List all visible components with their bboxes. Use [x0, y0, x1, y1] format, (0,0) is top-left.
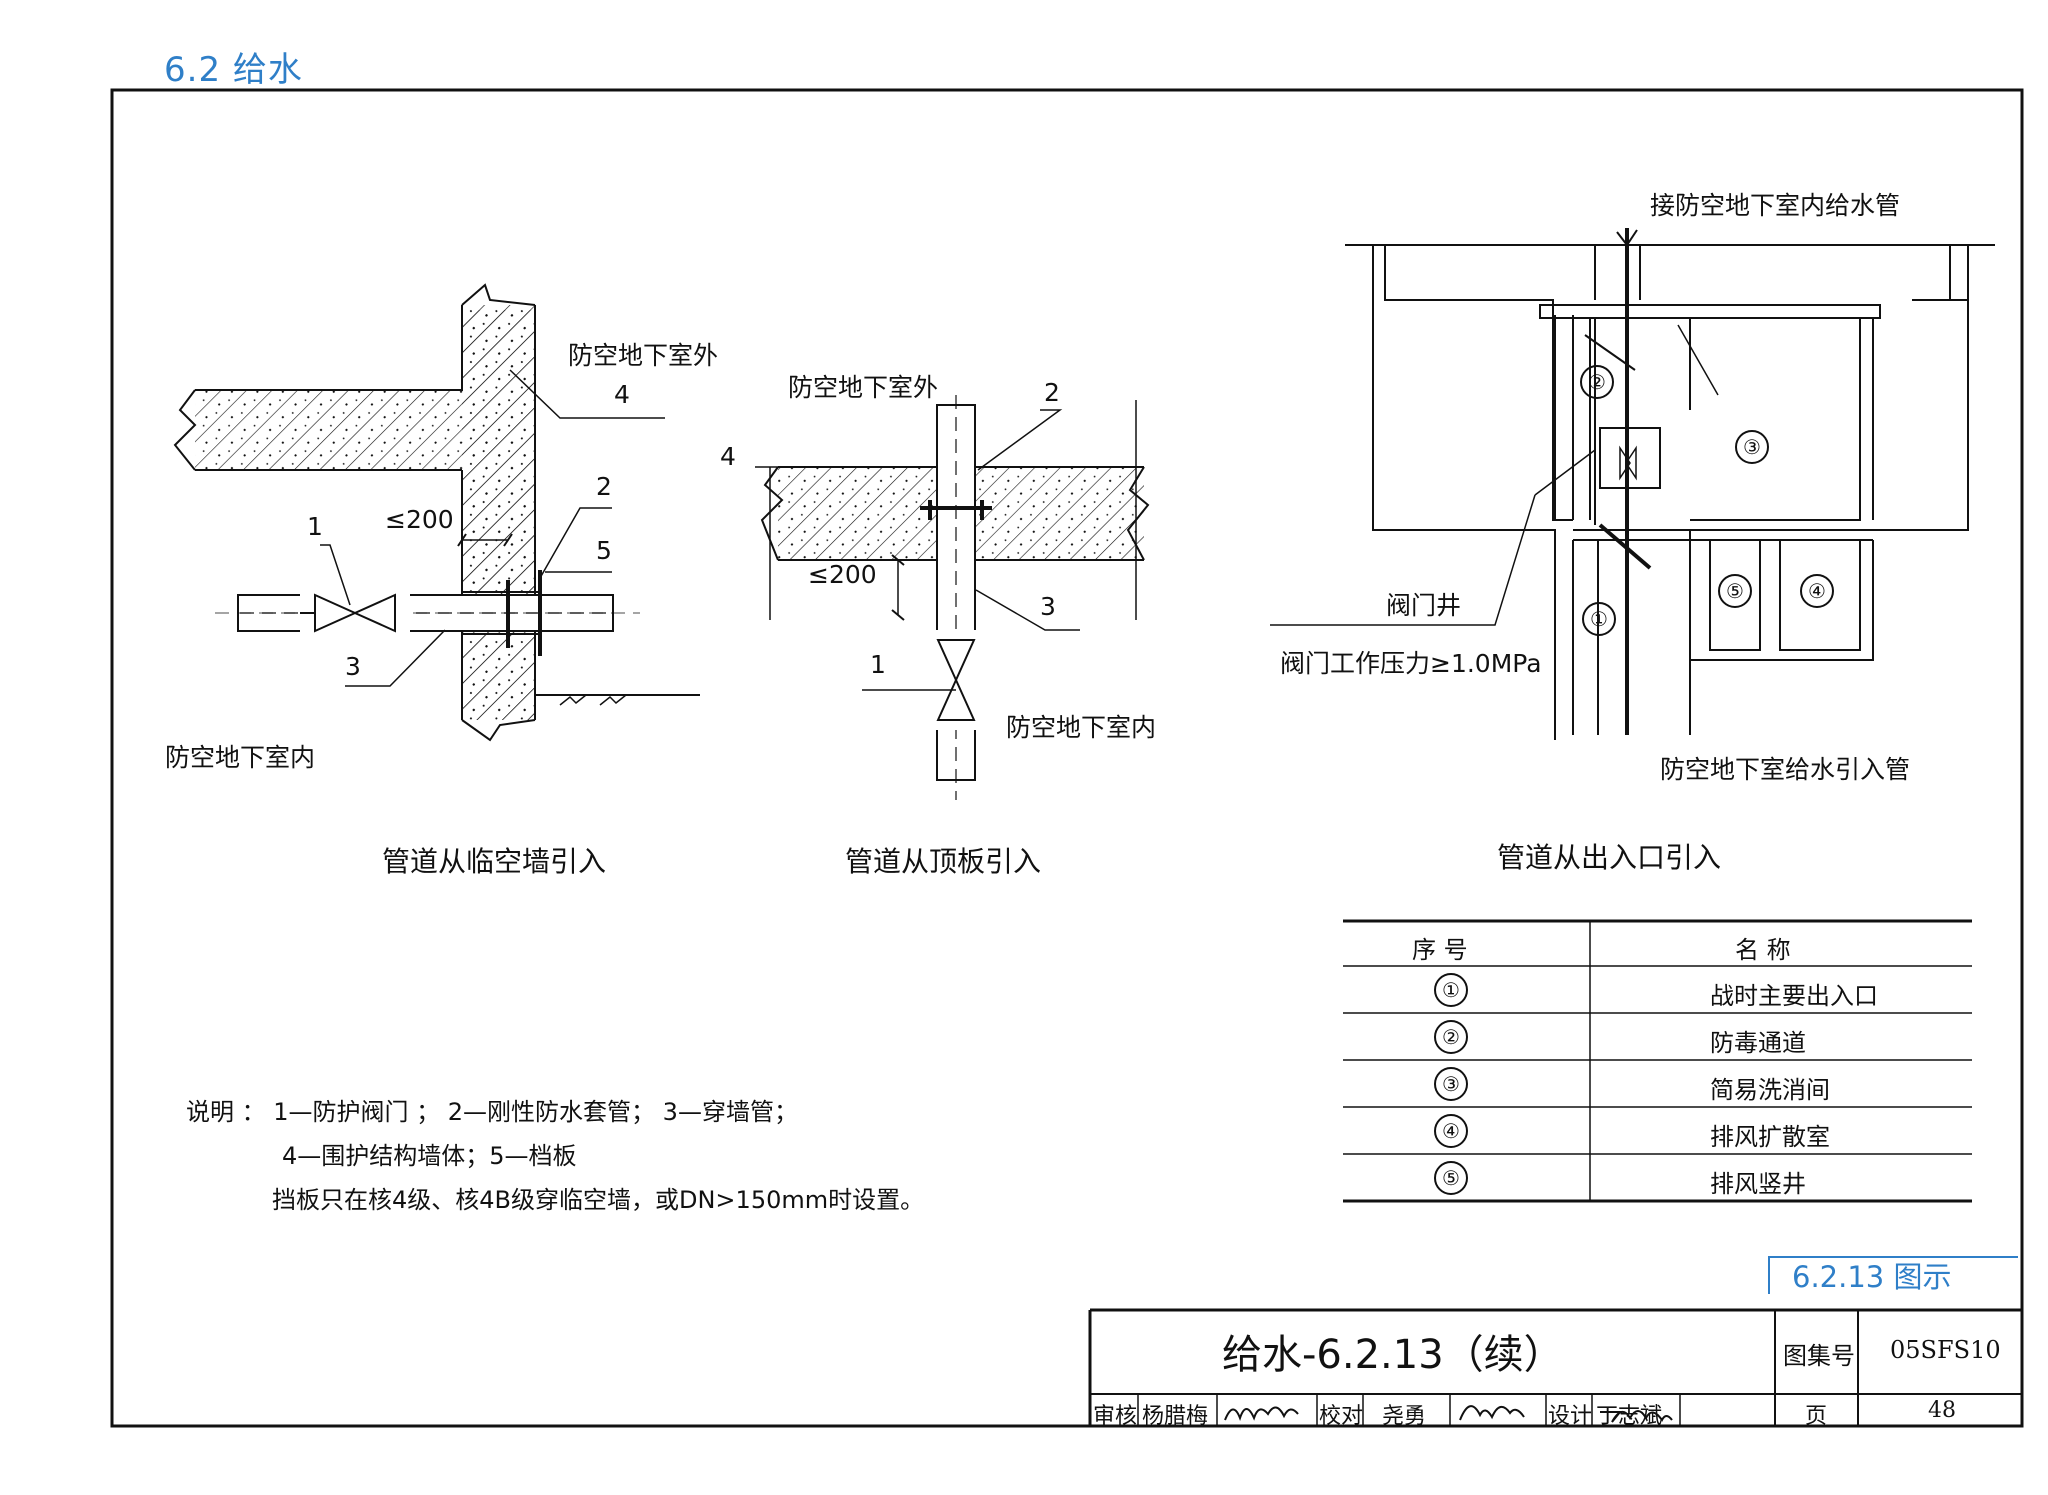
d2-outside-label: 防空地下室外 [788, 373, 939, 402]
diagram-roof-entry [755, 395, 1150, 800]
legend-row-3-no: ③ [1434, 1067, 1468, 1101]
roof-valve-symbol [936, 639, 976, 683]
designer-signature [1600, 1410, 1673, 1423]
d1-caption: 管道从临空墙引入 [382, 845, 607, 878]
check-label: 校对 [1319, 1404, 1364, 1429]
notes-line-2: 4—围护结构墙体；5—档板 [282, 1142, 577, 1170]
d1-callout-3: 3 [345, 652, 361, 681]
d3-mark-1: ① [1582, 602, 1616, 636]
d3-top-label: 接防空地下室内给水管 [1650, 191, 1901, 220]
legend-row-4-name: 排风扩散室 [1710, 1123, 1830, 1151]
section-header: 6.2 给水 [164, 50, 303, 90]
legend-row-4-no: ④ [1434, 1114, 1468, 1148]
d3-valve-pressure: 阀门工作压力≥1.0MPa [1280, 649, 1542, 678]
notes-line-3: 挡板只在核4级、核4B级穿临空墙，或DN>150mm时设置。 [272, 1186, 925, 1214]
atlas-label: 图集号 [1783, 1342, 1855, 1370]
legend-row-5-no: ⑤ [1434, 1161, 1468, 1195]
d1-callout-2: 2 [596, 472, 612, 501]
d1-callout-4: 4 [614, 380, 630, 409]
d3-mark-4: ④ [1800, 574, 1834, 608]
review-label: 审核 [1093, 1404, 1138, 1429]
d1-inside-label: 防空地下室内 [165, 743, 316, 772]
legend-row-1-no: ① [1434, 973, 1468, 1007]
d1-callout-5: 5 [596, 536, 612, 565]
d3-caption: 管道从出入口引入 [1497, 841, 1722, 874]
wall-outline [195, 305, 536, 720]
designer-name: 丁志斌 [1596, 1404, 1663, 1429]
d3-bottom-label: 防空地下室给水引入管 [1660, 755, 1911, 784]
legend-row-1-name: 战时主要出入口 [1710, 982, 1878, 1010]
page-label: 页 [1805, 1404, 1828, 1429]
d2-callout-1: 1 [870, 650, 886, 679]
reviewer-name: 杨腊梅 [1142, 1404, 1209, 1429]
legend-header-name: 名 称 [1735, 936, 1791, 964]
title-block-title: 给水-6.2.13（续） [1222, 1332, 1564, 1378]
title-block-lines [1088, 1308, 2022, 1426]
notes-line-1: 说明 ： 1—防护阀门 ； 2—刚性防水套管； 3—穿墙管； [186, 1098, 798, 1126]
legend-row-5-name: 排风竖井 [1710, 1170, 1806, 1198]
d2-callout-3: 3 [1040, 592, 1056, 621]
checker-signature [1459, 1405, 1525, 1421]
d3-mark-3: ③ [1735, 430, 1769, 464]
page-number: 48 [1928, 1398, 1956, 1423]
d3-mark-2: ② [1580, 365, 1614, 399]
d2-callout-4: 4 [720, 442, 736, 471]
atlas-number: 05SFS10 [1890, 1336, 2001, 1364]
legend-row-2-name: 防毒通道 [1710, 1029, 1806, 1057]
legend-row-3-name: 简易洗消间 [1710, 1076, 1830, 1104]
legend-row-2-no: ② [1434, 1020, 1468, 1054]
d1-dimension: ≤200 [385, 505, 454, 534]
d3-valve-well: 阀门井 [1386, 591, 1462, 620]
checker-name: 尧勇 [1382, 1404, 1427, 1429]
legend-table-lines [1343, 919, 1972, 1203]
diagram-wall-entry [173, 283, 700, 742]
reviewer-signature [1224, 1406, 1299, 1421]
diagram-entrance-plan [1270, 228, 1995, 740]
legend-header-no: 序 号 [1412, 936, 1468, 964]
d2-dimension: ≤200 [808, 560, 877, 589]
d3-mark-5: ⑤ [1718, 574, 1752, 608]
d2-callout-2: 2 [1044, 378, 1060, 407]
d2-inside-label: 防空地下室内 [1006, 713, 1157, 742]
d1-outside-label: 防空地下室外 [568, 341, 719, 370]
d1-callout-1: 1 [307, 512, 323, 541]
figure-reference-tab: 6.2.13 图示 [1768, 1256, 2018, 1294]
d2-caption: 管道从顶板引入 [845, 845, 1042, 878]
sheet-frame [110, 88, 2024, 1428]
design-label: 设计 [1548, 1404, 1593, 1429]
